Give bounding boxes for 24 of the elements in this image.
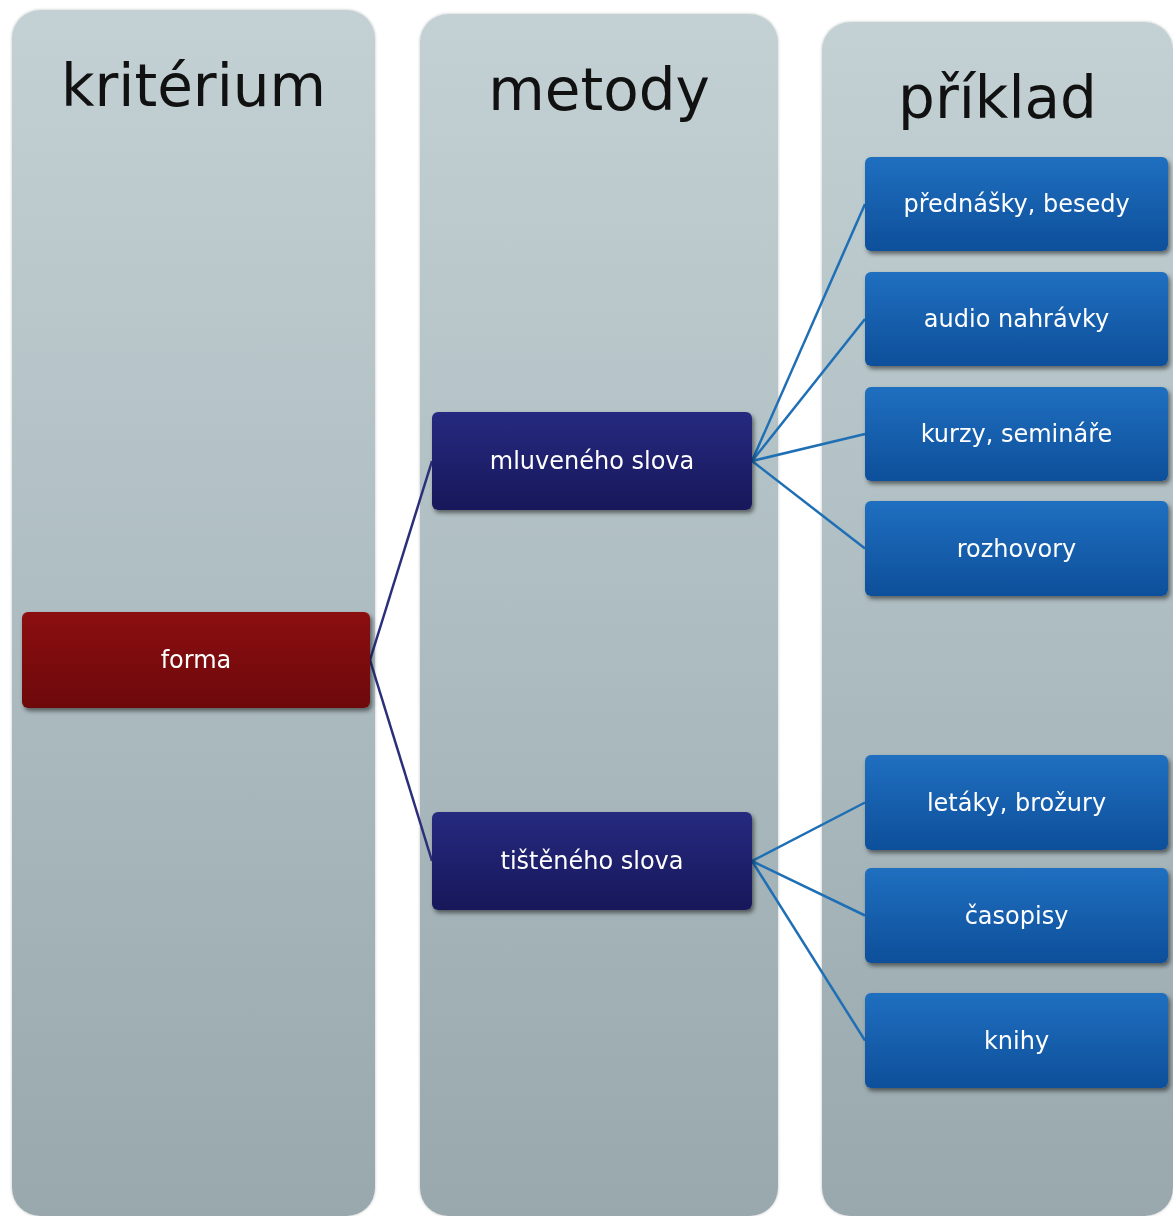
connector-line [751,318,866,462]
process-box: forma [22,612,370,708]
process-box: tištěného slova [432,812,752,910]
process-box: letáky, brožury [865,755,1168,850]
process-box: audio nahrávky [865,272,1168,366]
process-box: přednášky, besedy [865,157,1168,251]
column-panel [12,10,375,1216]
process-box: mluveného slova [432,412,752,510]
column-heading: metody [487,56,711,124]
connector-line [751,859,866,917]
connector-line [368,460,434,661]
column-panel [420,14,778,1216]
process-box: časopisy [865,868,1168,963]
column-heading: příklad [897,64,1098,132]
column-heading: kritérium [59,52,328,120]
connector-line [751,432,866,463]
process-box: kurzy, semináře [865,387,1168,481]
connector-line [751,801,866,863]
process-box: knihy [865,993,1168,1088]
connector-line [750,860,867,1042]
column-panel [822,22,1173,1216]
connector-line [751,460,866,550]
connector-line [368,659,434,862]
process-box: rozhovory [865,501,1168,596]
